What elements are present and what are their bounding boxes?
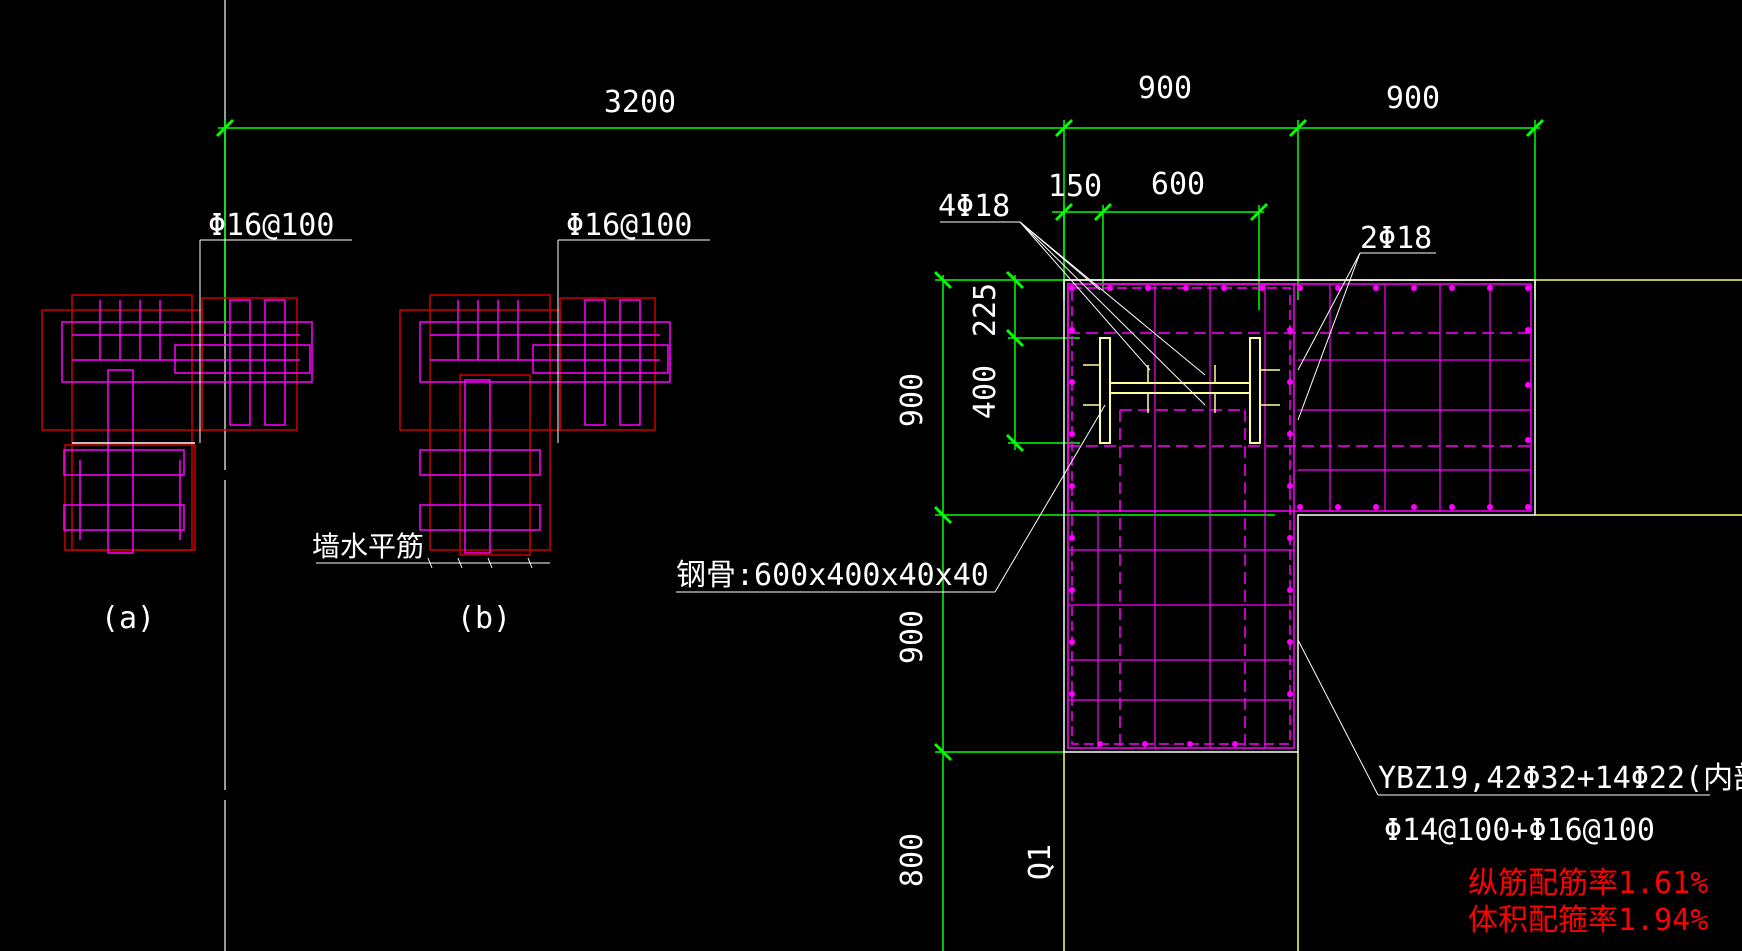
callout-stirrups: Φ14@100+Φ16@100 [1384,813,1655,848]
rebar-bar [1107,285,1113,291]
dim-left-900-a: 900 [895,373,930,427]
dim-inner-225: 225 [968,283,1003,337]
rebar-bar [1287,535,1293,541]
detail-b [316,239,710,569]
rebar-bar [1487,504,1493,510]
dimension-tick [1005,270,1025,290]
rebar-bar [1287,327,1293,333]
rebar-bar [1142,741,1148,747]
rebar-bar [1525,437,1531,443]
dimension-tick [1054,118,1074,138]
dimension-tick [1093,202,1113,222]
rebar-bar [1145,285,1151,291]
rebar-bar [1069,587,1075,593]
callout-column-id: YBZ19,42Φ32+14Φ22(内部) [1378,761,1742,796]
detail-a [41,239,352,554]
volumetric-ratio-note: 体积配箍率1.94% [1468,903,1708,938]
wall-label-q1: Q1 [1023,844,1058,880]
rebar-bar [1335,285,1341,291]
rebar-bar [1373,285,1379,291]
rebar-bar [1069,691,1075,697]
rebar-bar [1525,382,1531,388]
dimension-tick [933,505,953,525]
detail-a-caption: (a) [101,601,155,636]
rebar-bar [1097,741,1103,747]
rebar-bar [1069,483,1075,489]
rebar-bar [1411,504,1417,510]
rebar-bar [1287,639,1293,645]
callout-2-bars: 2Φ18 [1360,221,1432,256]
callout-4-bars: 4Φ18 [938,189,1010,224]
rebar-bar [1287,431,1293,437]
rebar-bar [1525,285,1531,291]
rebar-bar [1525,504,1531,510]
dimension-tick [215,118,235,138]
dimension-tick [1054,202,1074,222]
rebar-bar [1297,504,1303,510]
dim-900-a: 900 [1138,71,1192,106]
wall-horizontal-bar-label: 墙水平筋 [312,530,424,563]
dimension-tick [1249,202,1269,222]
rebar-bar [1221,285,1227,291]
dim-inner-400: 400 [968,365,1003,419]
rebar-bar [1259,285,1265,291]
rebar-bar [1187,741,1193,747]
rebar-bar [1287,379,1293,385]
rebar-bar [1069,535,1075,541]
dimension-lines [218,120,1540,951]
rebar-bar [1487,285,1493,291]
rebar-bar [1183,285,1189,291]
rebar-bar [1232,741,1238,747]
dim-left-800: 800 [895,833,930,887]
dim-3200: 3200 [604,85,676,120]
detail-b-rebar-note: Φ16@100 [566,208,692,243]
dim-600: 600 [1151,167,1205,202]
longitudinal-ratio-note: 纵筋配筋率1.61% [1468,866,1708,901]
dimension-tick [933,270,953,290]
callout-steel-section: 钢骨:600x400x40x40 [676,558,989,593]
dimension-tick [1005,328,1025,348]
rebar-bar [1069,431,1075,437]
rebar-bar [1069,639,1075,645]
detail-b-caption: (b) [457,601,511,636]
column-section [676,221,1742,951]
detail-a-rebar-note: Φ16@100 [208,208,334,243]
rebar-bar [1373,504,1379,510]
rebar-bar [1449,504,1455,510]
rebar-bar [1069,379,1075,385]
rebar-bar [1297,285,1303,291]
dim-150: 150 [1048,169,1102,204]
rebar-bar [1069,285,1075,291]
dimension-tick [1005,433,1025,453]
annotation-text: 3200 900 900 150 600 900 900 800 225 400… [101,71,1742,938]
rebar-bar [1525,327,1531,333]
dimension-tick [1288,118,1308,138]
rebar-bar [1411,285,1417,291]
rebar-bar [1287,691,1293,697]
dimension-tick [1525,118,1545,138]
rebar-bar [1287,483,1293,489]
rebar-bar [1069,327,1075,333]
dim-900-b: 900 [1386,81,1440,116]
dim-left-900-b: 900 [895,610,930,664]
rebar-bar [1287,587,1293,593]
rebar-bar [1449,285,1455,291]
dimension-tick [933,742,953,762]
rebar-bar [1335,504,1341,510]
dimension-ticks [215,118,1545,762]
